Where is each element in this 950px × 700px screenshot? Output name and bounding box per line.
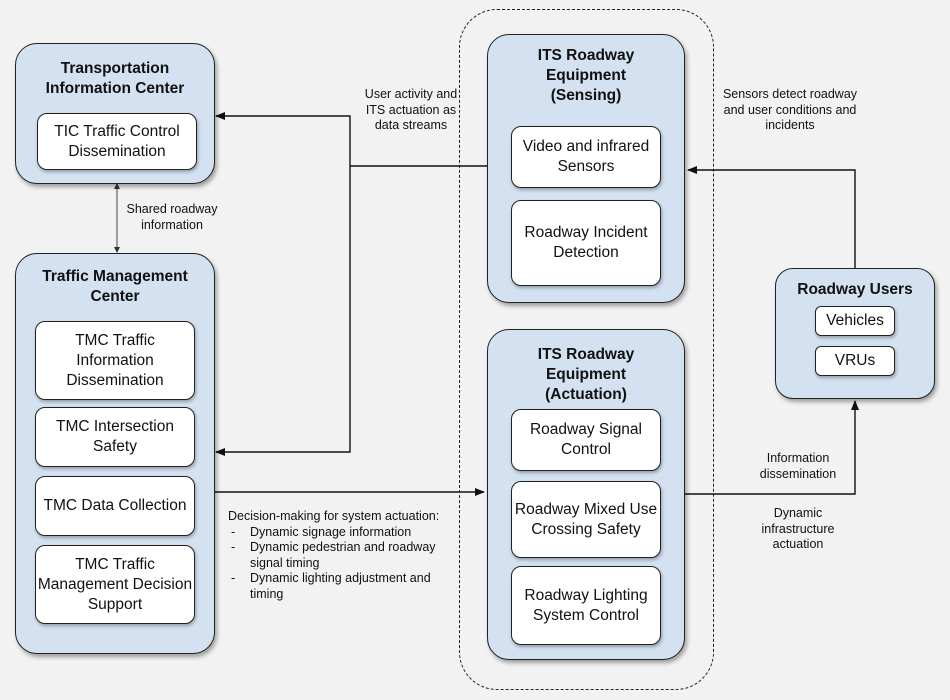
label-shared-roadway-information: Shared roadway information [126,202,218,232]
tic-traffic-control-dissemination: TIC Traffic Control Dissemination [37,113,197,170]
roadway-users-title: Roadway Users [797,281,913,298]
tmc-title: Traffic Management Center [42,268,188,305]
decision-item-lighting: Dynamic lighting adjustment and timing [228,571,453,602]
roadway-mixed-use-crossing-safety: Roadway Mixed Use Crossing Safety [511,481,661,558]
video-infrared-sensors: Video and infrared Sensors [511,126,661,188]
arrow-actuation-to-users [685,400,859,495]
vrus: VRUs [815,346,895,376]
decision-item-signage: Dynamic signage information [228,525,453,541]
label-user-activity-data-streams: User activity and ITS actuation as data … [364,87,458,132]
tmc-traffic-management-decision-support: TMC Traffic Management Decision Support [35,545,195,624]
label-dynamic-infrastructure-actuation: Dynamic infrastructure actuation [761,506,835,551]
roadway-incident-detection: Roadway Incident Detection [511,200,661,286]
arrow-users-to-sensing [687,166,856,268]
sensing-title: ITS Roadway Equipment (Sensing) [537,47,635,104]
decision-item-signal-timing: Dynamic pedestrian and roadway signal ti… [228,540,453,571]
decision-making-heading: Decision-making for system actuation: [228,509,440,523]
arrow-to-tic [215,112,351,166]
its-equipment-group-boundary [459,9,714,690]
vehicles: Vehicles [815,306,895,336]
label-sensors-detect: Sensors detect roadway and user conditio… [722,87,858,132]
tmc-data-collection: TMC Data Collection [35,476,195,536]
actuation-title: ITS Roadway Equipment (Actuation) [537,346,635,403]
label-information-dissemination: Information dissemination [759,451,837,481]
tic-title: Transportation Information Center [45,60,185,97]
decision-making-notes: Decision-making for system actuation: Dy… [228,509,453,602]
tmc-intersection-safety: TMC Intersection Safety [35,407,195,467]
roadway-signal-control: Roadway Signal Control [511,409,661,471]
tmc-traffic-information-dissemination: TMC Traffic Information Dissemination [35,321,195,400]
arrow-to-tmc [215,166,351,456]
roadway-lighting-system-control: Roadway Lighting System Control [511,566,661,645]
